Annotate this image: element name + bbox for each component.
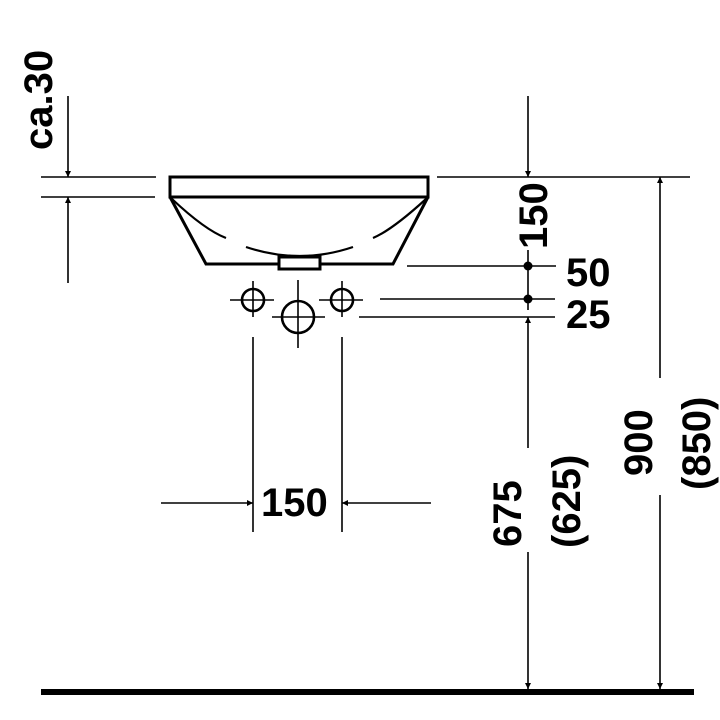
supply-offset-label: 25 [566,293,611,337]
left-supply-symbol [230,281,274,317]
supply-height-label: 675 [486,480,530,547]
connection-points [230,280,363,348]
basin-inner-curve-left [171,198,227,240]
basin-rim [168,175,430,199]
floor-line [41,689,694,695]
right-supply-symbol [319,281,363,317]
washbasin [168,175,430,271]
rim-thickness-label: ca.30 [17,50,61,150]
waste-outlet [277,255,322,271]
waste-connection-symbol [272,280,325,348]
waste-offset-label: 50 [566,251,611,295]
rim-height-alt-label: (850) [675,397,719,490]
basin-body [168,196,430,266]
basin-bowl-curve [245,245,354,258]
basin-height-label: 150 [512,182,556,249]
rim-height-label: 900 [617,409,661,476]
supply-height-alt-label: (625) [545,455,589,548]
supply-spacing-label: 150 [261,481,328,525]
basin-inner-curve-right [372,198,427,240]
supply-dot [523,294,533,304]
waste-dot [523,261,533,271]
